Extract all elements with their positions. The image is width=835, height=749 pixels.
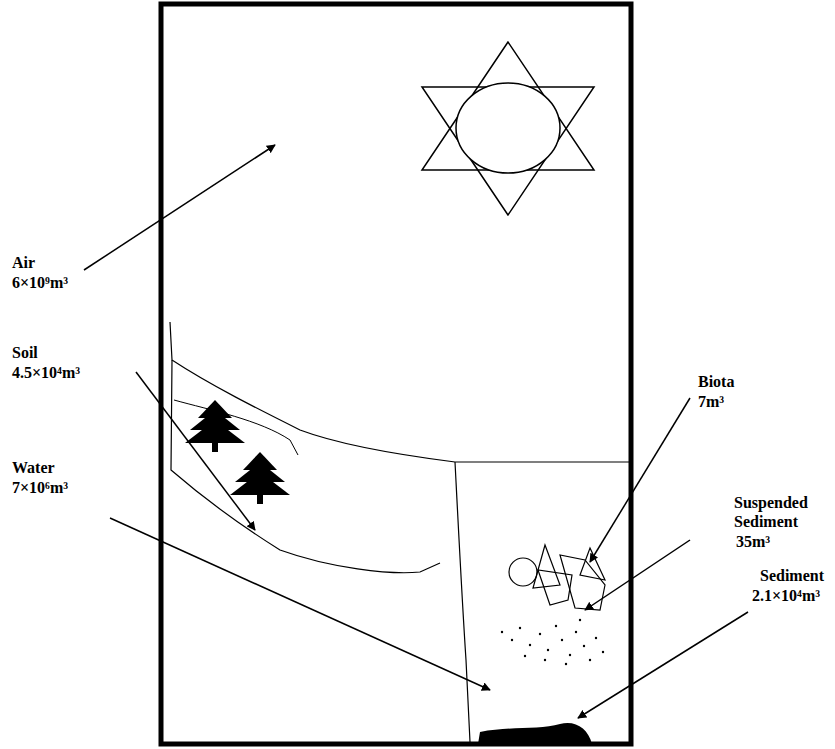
sediment-layer [478, 723, 592, 744]
volume-label: 4.5×10⁴m³ [12, 363, 80, 382]
compartment-label: Suspended Sediment [734, 493, 829, 531]
dot [501, 631, 503, 633]
ground-line [170, 322, 630, 462]
water-boundary [455, 462, 470, 742]
tree [185, 400, 245, 452]
compartment-label: Soil [12, 343, 38, 362]
biota-polygon [538, 570, 572, 605]
compartment-label: Air [12, 253, 35, 272]
biota-shapes [509, 545, 605, 610]
tree-crown [230, 472, 290, 495]
soil-boundary [171, 360, 440, 573]
dot [561, 639, 563, 641]
system-border [161, 4, 631, 744]
leader-arrow [136, 372, 255, 530]
compartment-label: Biota [698, 372, 734, 391]
tree-trunk [212, 443, 218, 452]
leader-arrow [578, 612, 748, 718]
sun-disc [456, 83, 560, 173]
dot [565, 663, 567, 665]
volume-label: 7m³ [698, 392, 724, 411]
dot [555, 625, 557, 627]
dot [524, 655, 526, 657]
dot [544, 659, 546, 661]
leader-arrow [110, 518, 490, 690]
biota-triangle [580, 548, 605, 580]
volume-label: 7×10⁶m³ [12, 478, 68, 497]
dot [511, 639, 513, 641]
leader-lines [84, 145, 748, 718]
biota-triangle [533, 545, 560, 588]
dot [569, 654, 571, 656]
tree-trunk [257, 495, 263, 504]
volume-label: 35m³ [736, 532, 770, 551]
dot [575, 631, 577, 633]
dot [519, 627, 521, 629]
compartment-label: Water [12, 458, 55, 477]
leader-arrow [585, 540, 690, 610]
compartment-label: Sediment [760, 566, 824, 585]
leader-arrow [590, 398, 690, 562]
dot [579, 619, 581, 621]
dot [602, 651, 604, 653]
dot [539, 633, 541, 635]
dot [595, 637, 597, 639]
suspended-sediment-dots [501, 619, 604, 665]
dot [589, 659, 591, 661]
volume-label: 2.1×10⁴m³ [752, 586, 820, 605]
volume-label: 6×10⁹m³ [12, 273, 68, 292]
leader-arrow [84, 145, 275, 270]
tree-crown [185, 420, 245, 443]
dot [547, 649, 549, 651]
dot [583, 645, 585, 647]
tree [230, 452, 290, 504]
biota-circle [509, 558, 537, 586]
dot [529, 644, 531, 646]
